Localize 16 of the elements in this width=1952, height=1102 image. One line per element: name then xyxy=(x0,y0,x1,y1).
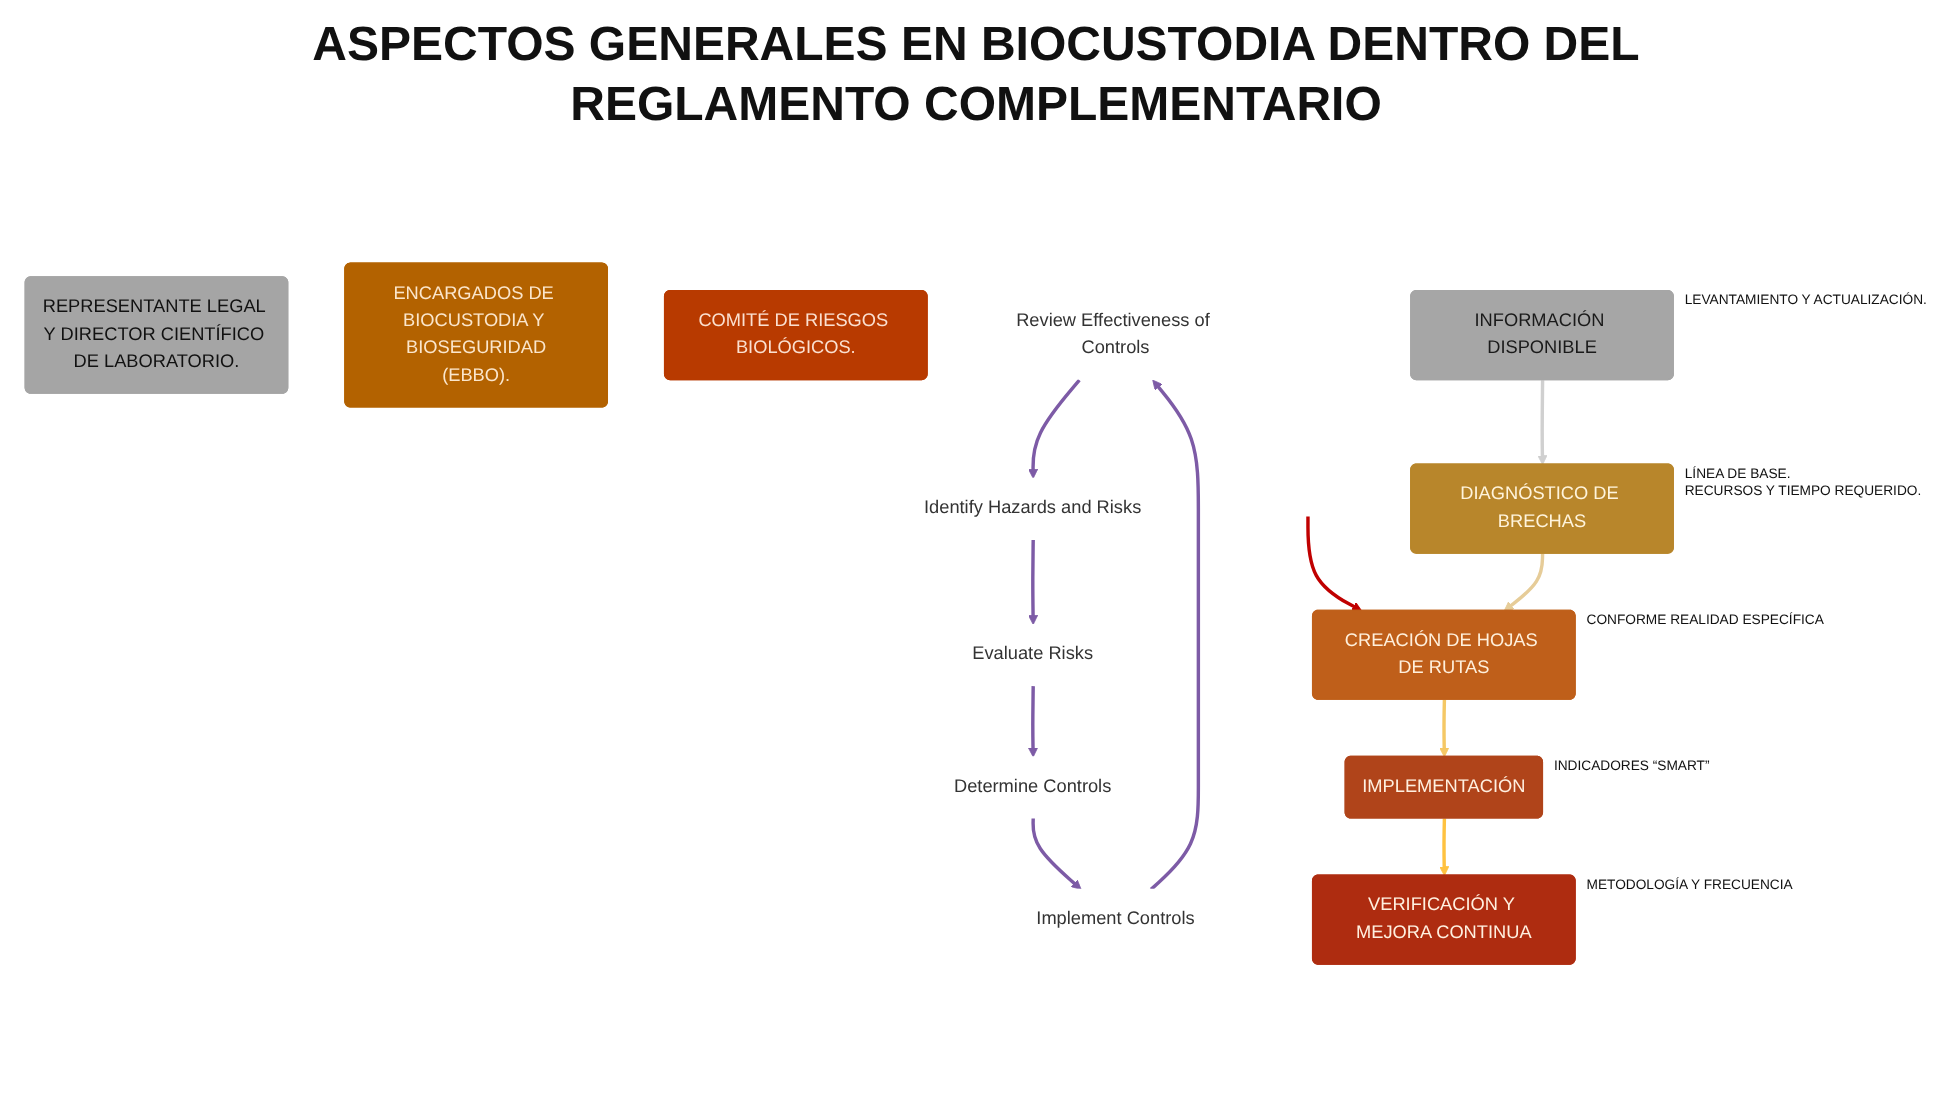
diagram-title: ASPECTOS GENERALES EN BIOCUSTODIA DENTRO DEL REGLAMENTO COMPLEMENTARIO xyxy=(310,16,1642,136)
arrow xyxy=(1306,516,1363,612)
node-text: Identify Hazards and Risks xyxy=(923,498,1142,519)
node-text: Review Effectiveness of Controls xyxy=(1016,311,1210,359)
node-text: Implement Controls xyxy=(1036,909,1195,930)
node-text: Determine Controls xyxy=(953,777,1112,797)
arrow xyxy=(1031,818,1082,891)
arrow xyxy=(1439,700,1450,758)
arrow xyxy=(1028,686,1039,758)
arrow xyxy=(1028,540,1039,626)
arrow xyxy=(1028,379,1081,480)
node-text: Evaluate Risks xyxy=(972,644,1094,665)
arrow xyxy=(1439,818,1450,877)
arrow xyxy=(1149,380,1201,891)
arrow xyxy=(1503,554,1545,612)
arrow xyxy=(1537,380,1548,466)
